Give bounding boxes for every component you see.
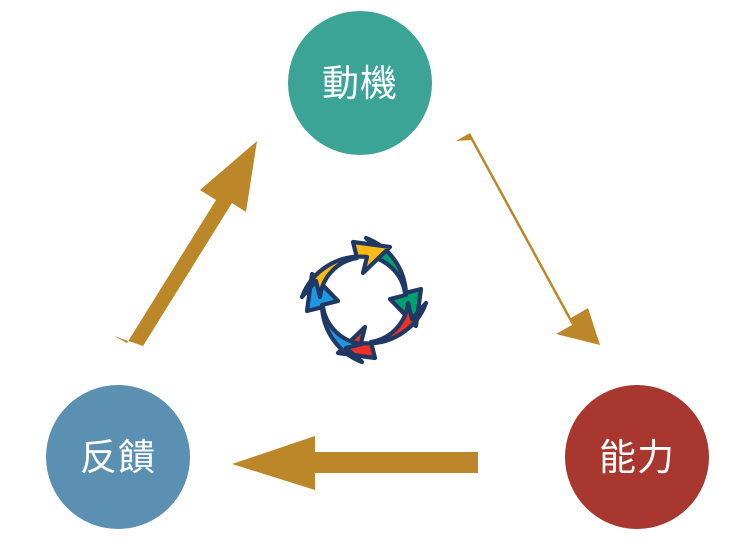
- node-feedback-label: 反饋: [80, 436, 156, 478]
- node-motivation[interactable]: 動機: [288, 11, 432, 155]
- arrow-feedback-to-motivation: [114, 141, 257, 346]
- arrow-motivation-to-ability: [456, 133, 600, 345]
- node-ability[interactable]: 能力: [565, 385, 709, 529]
- arrow-ability-to-feedback: [232, 436, 478, 490]
- node-ability-label: 能力: [599, 436, 675, 478]
- node-motivation-label: 動機: [322, 62, 398, 104]
- node-feedback[interactable]: 反饋: [46, 385, 190, 529]
